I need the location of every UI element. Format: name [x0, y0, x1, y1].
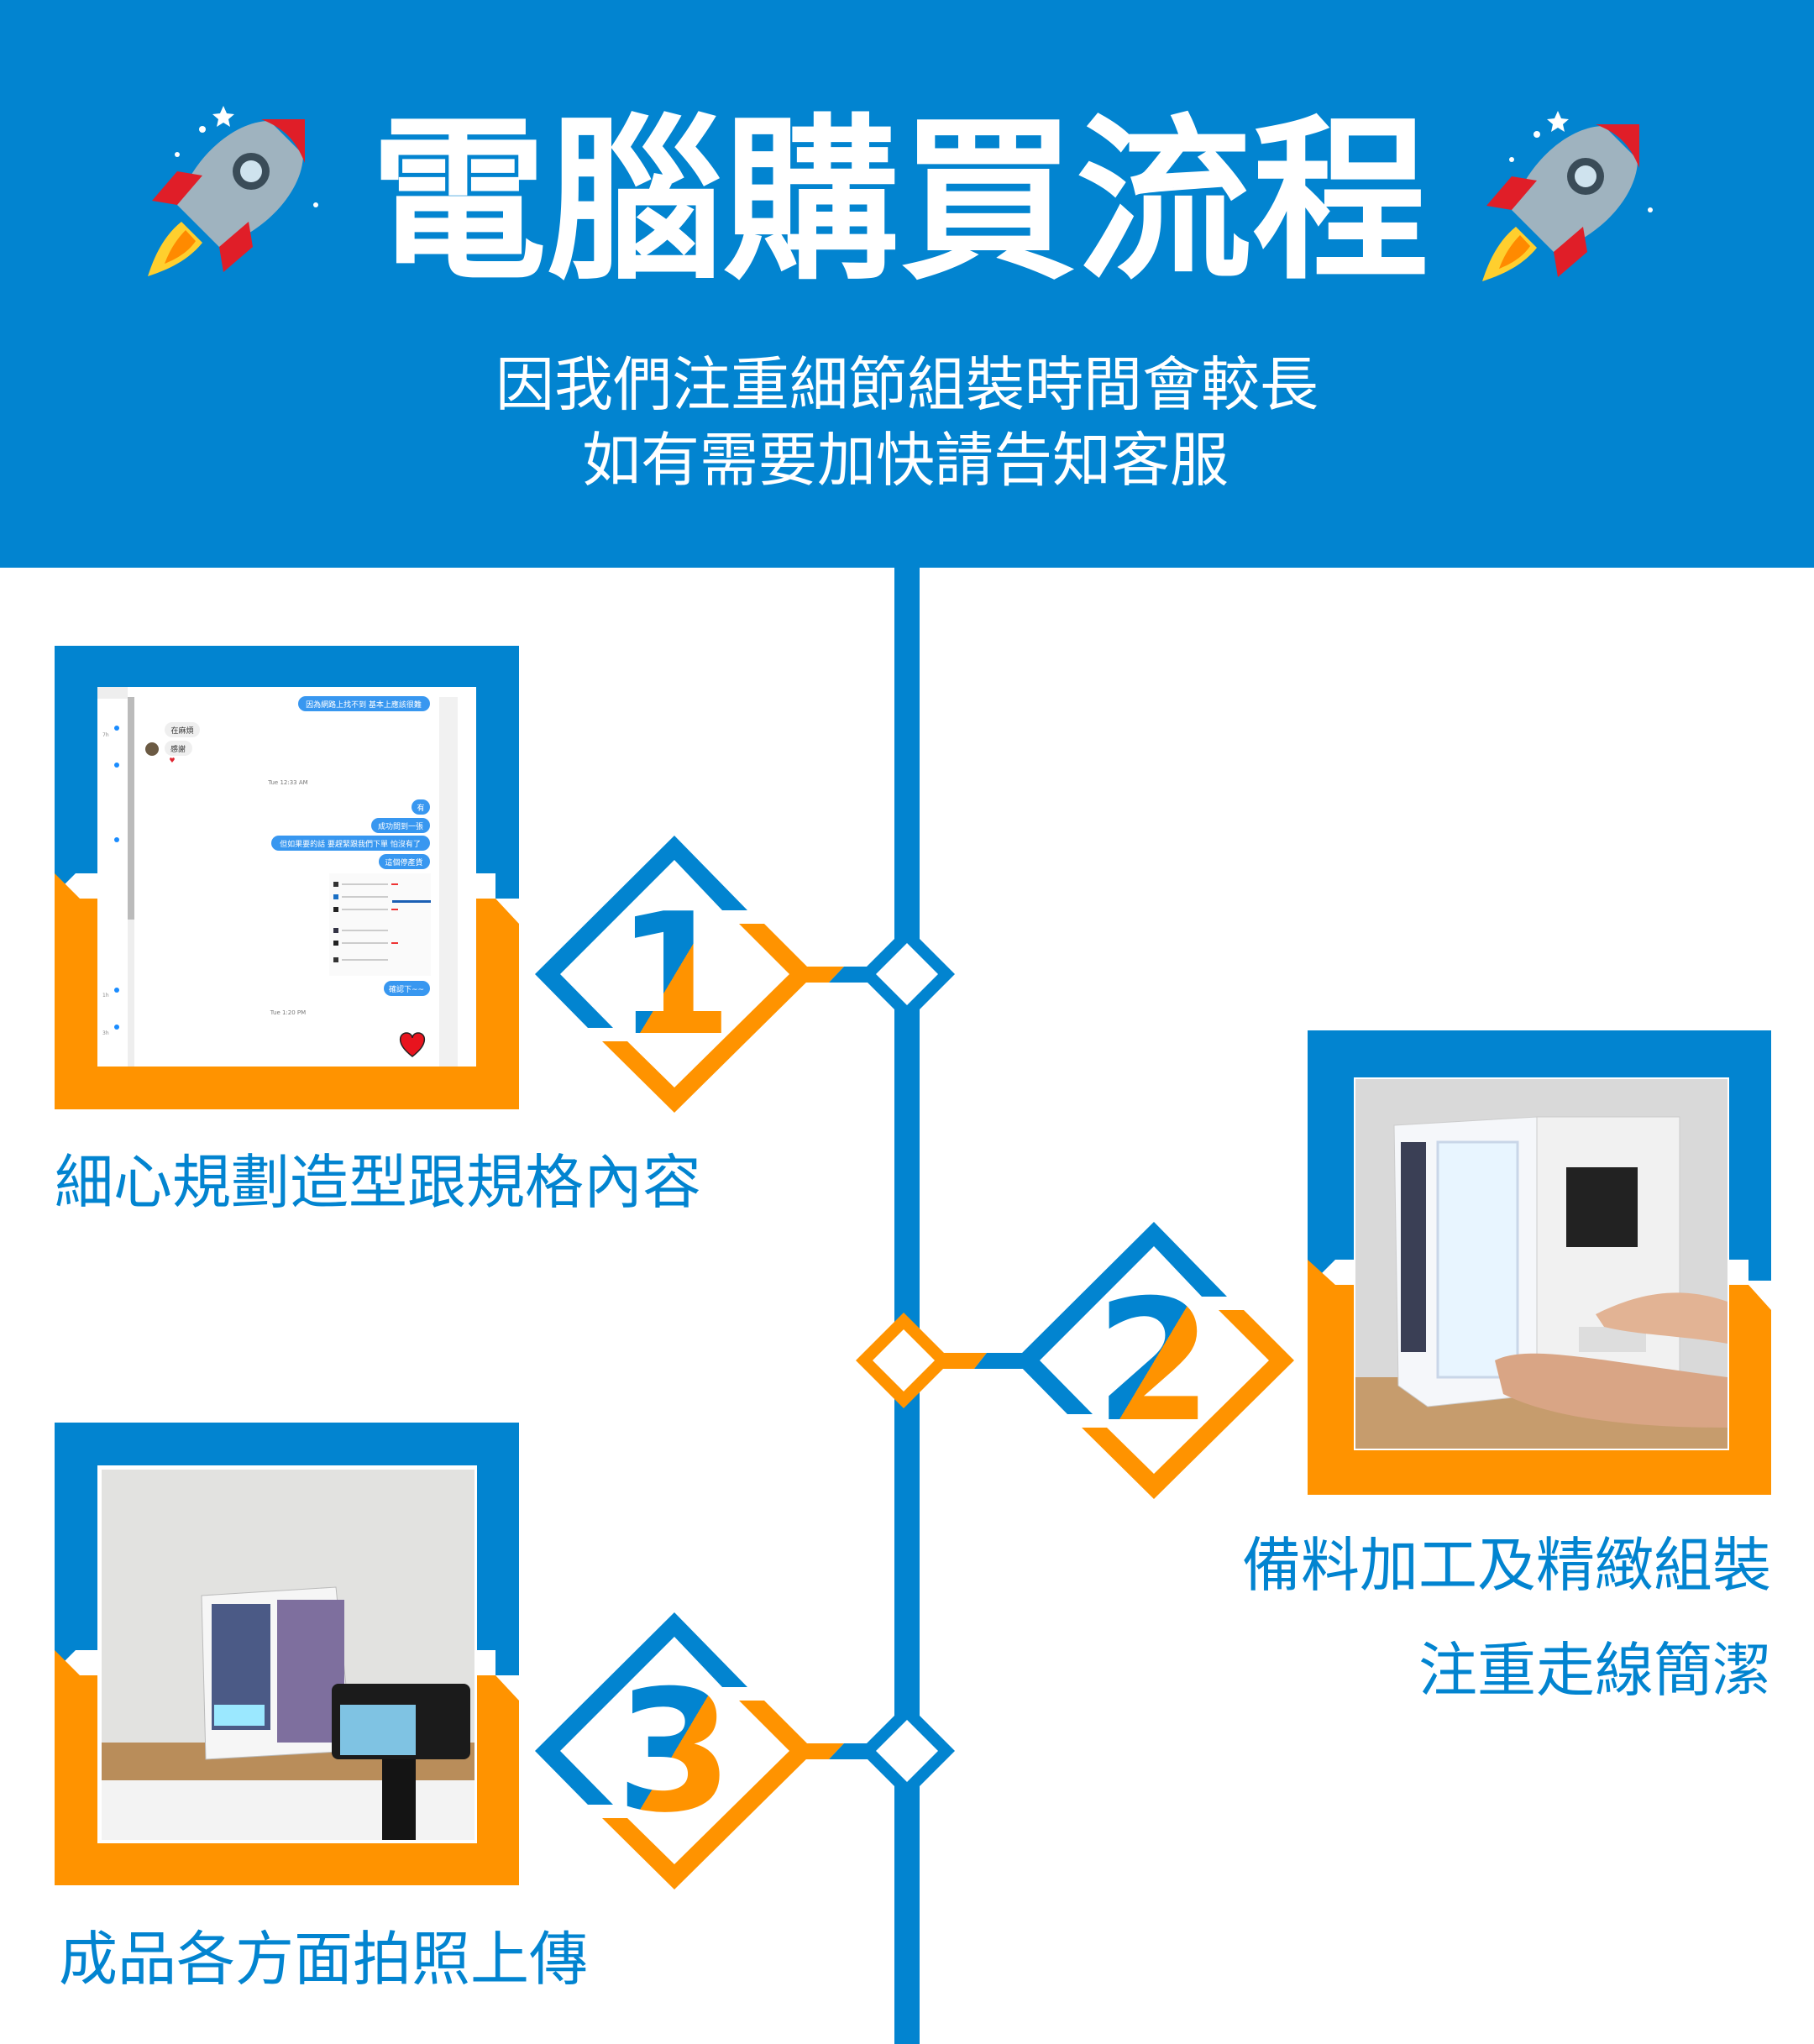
step-1-label: 細心規劃造型跟規格內容: [55, 1148, 701, 1217]
step-3-label: 成品各方面拍照上傳: [59, 1925, 588, 1994]
chat-message: 因為網路上找不到 基本上應該很難: [306, 700, 422, 710]
subtitle-line2: 如有需要加快請告知客服: [582, 426, 1229, 495]
chat-scrollbar[interactable]: [128, 697, 134, 920]
heart-icon: ♥: [169, 757, 175, 764]
connector: [805, 967, 844, 983]
step-1-badge: 1: [535, 836, 815, 1113]
chat-message: 感謝: [170, 744, 186, 754]
step-1: 7h 1h 3h 因為網路上找不到 基本上應該很難 在麻煩 感謝 ♥ Tue 1…: [55, 646, 955, 1217]
step-3-photo-product: [102, 1470, 474, 1840]
step-3: 3 成品各方面拍照上傳: [55, 1423, 955, 1994]
svg-text:3h: 3h: [102, 1030, 109, 1036]
chat-timestamp: Tue 1:20 PM: [270, 1009, 306, 1016]
chat-timestamp: Tue 12:33 AM: [267, 779, 307, 786]
subtitle-line1: 因我們注重細節組裝時間會較長: [495, 350, 1319, 419]
chat-message: 但如果要的話 要趕緊跟我們下單 怕沒有了: [280, 839, 421, 849]
step-number: 3: [616, 1654, 732, 1850]
chat-screenshot: 7h 1h 3h 因為網路上找不到 基本上應該很難 在麻煩 感謝 ♥ Tue 1…: [97, 687, 458, 1067]
connector: [974, 1353, 1029, 1369]
timeline-node: [859, 926, 955, 1022]
svg-text:1h: 1h: [102, 993, 109, 998]
timeline-node: [856, 1313, 952, 1408]
timeline-line: [894, 568, 920, 2044]
chat-message: 成功問到一張: [378, 821, 423, 831]
step-2-label-line2: 注重走線簡潔: [1418, 1636, 1771, 1705]
step-2-photo-assembly: [1355, 1079, 1727, 1449]
step-2-badge: 2: [1014, 1222, 1294, 1499]
step-2: 2 備料加工及精緻組裝 注重走線簡潔: [856, 1030, 1771, 1705]
shared-screenshot-thumbnail[interactable]: [329, 873, 431, 976]
chat-message: 在麻煩: [170, 726, 193, 736]
connector: [829, 967, 873, 983]
connector: [941, 1353, 987, 1369]
chat-message: 有: [417, 803, 424, 813]
page-title: 電腦購買流程: [370, 98, 1429, 304]
svg-text:7h: 7h: [102, 732, 109, 738]
header-banner: [0, 0, 1814, 568]
step-2-label-line1: 備料加工及精緻組裝: [1242, 1531, 1771, 1600]
connector: [805, 1743, 844, 1759]
step-3-badge: 3: [535, 1612, 815, 1889]
chat-message: 確認下~~: [389, 984, 424, 994]
heart-icon: [399, 1032, 426, 1057]
avatar: [145, 742, 159, 756]
chat-message: 這個停產貨: [385, 857, 422, 867]
connector: [829, 1743, 873, 1759]
timeline-node: [859, 1703, 955, 1799]
step-number: 2: [1095, 1264, 1212, 1460]
step-number: 1: [616, 878, 732, 1073]
